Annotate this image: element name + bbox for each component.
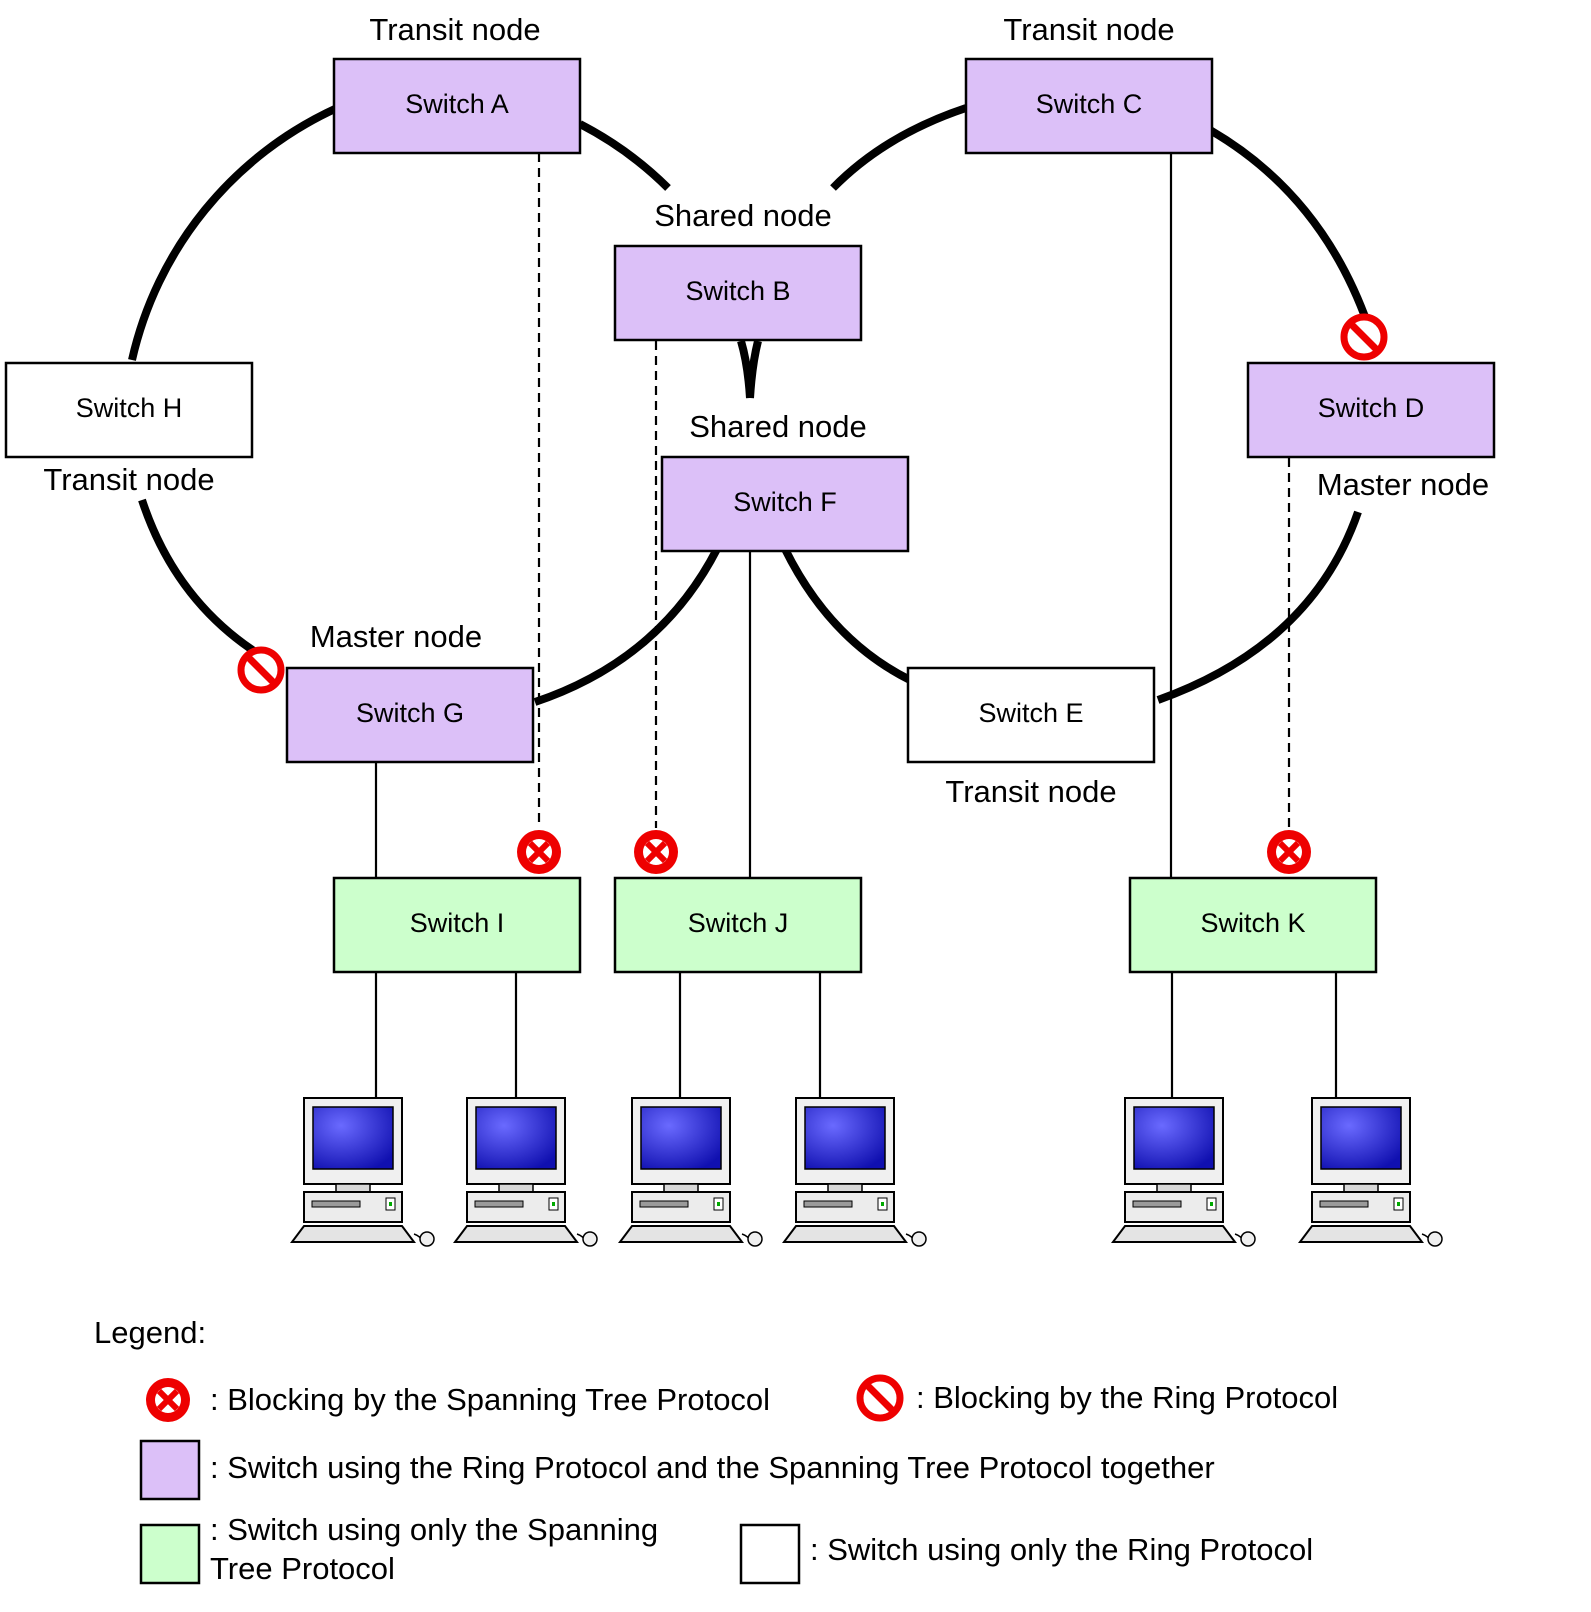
switch-h-label: Switch H [76, 393, 183, 423]
ring-link-a-h [128, 104, 339, 361]
legend: Legend: : Blocking by the Spanning Tree … [94, 1315, 1338, 1586]
legend-ring-blocking-icon [856, 1374, 904, 1422]
switch-c-label: Switch C [1036, 89, 1143, 119]
switch-b-role: Shared node [654, 198, 832, 233]
switch-g-label: Switch G [356, 698, 464, 728]
legend-ring-only-text: : Switch using only the Ring Protocol [810, 1532, 1313, 1567]
switch-f-role: Shared node [689, 409, 867, 444]
switch-k-label: Switch K [1200, 908, 1305, 938]
switch-k[interactable]: Switch K [1128, 876, 1378, 974]
switch-f-label: Switch F [733, 487, 837, 517]
switch-g[interactable]: Switch G [285, 666, 535, 764]
switch-e[interactable]: Switch E [906, 666, 1156, 764]
switch-b-label: Switch B [685, 276, 790, 306]
switch-h-role: Transit node [43, 462, 214, 497]
legend-stp-blocking-icon [146, 1378, 190, 1422]
switch-i-label: Switch I [410, 908, 505, 938]
legend-ring-blocking-text: : Blocking by the Ring Protocol [916, 1380, 1338, 1415]
switch-j[interactable]: Switch J [613, 876, 863, 974]
stp-blocked-links [537, 153, 1291, 828]
switch-i[interactable]: Switch I [332, 876, 582, 974]
switch-b[interactable]: Switch B [613, 244, 863, 342]
switch-c[interactable]: Switch C [964, 57, 1214, 155]
switch-e-role: Transit node [945, 774, 1116, 809]
switch-g-role: Master node [310, 619, 482, 654]
legend-swatch-ring-and-stp [139, 1439, 201, 1501]
legend-swatch-ring-only [739, 1523, 801, 1585]
legend-ring-and-stp-text: : Switch using the Ring Protocol and the… [210, 1450, 1215, 1485]
ring-blocking-icon [237, 313, 1388, 694]
ring-link-a-b [578, 120, 671, 191]
ring-link-c-b [830, 104, 968, 191]
legend-stp-only-text-2: Tree Protocol [210, 1551, 395, 1586]
switch-d[interactable]: Switch D [1246, 361, 1496, 459]
ring-link-c-d [1207, 126, 1372, 327]
switch-f[interactable]: Switch F [660, 455, 910, 553]
ring-link-d-e [1156, 510, 1362, 704]
switch-d-label: Switch D [1318, 393, 1425, 423]
switch-h[interactable]: Switch H [4, 361, 254, 459]
legend-stp-only-text-1: : Switch using only the Spanning [210, 1512, 658, 1547]
ring-link-f-e [781, 547, 912, 684]
stp-blocking-icon [517, 830, 1311, 874]
switch-a-role: Transit node [369, 12, 540, 47]
ring-link-h-g [138, 498, 263, 659]
switch-e-label: Switch E [978, 698, 1083, 728]
switch-a-label: Switch A [405, 89, 509, 119]
switch-a[interactable]: Switch A [332, 57, 582, 155]
switch-j-label: Switch J [688, 908, 789, 938]
computer-icon [291, 1097, 1443, 1247]
stp-links [374, 153, 1173, 878]
switch-c-role: Transit node [1003, 12, 1174, 47]
role-labels: Transit node Transit node Shared node Sh… [43, 12, 1489, 809]
legend-swatch-stp-only [139, 1523, 201, 1585]
legend-title: Legend: [94, 1315, 206, 1350]
legend-stp-blocking-text: : Blocking by the Spanning Tree Protocol [210, 1382, 770, 1417]
switch-d-role: Master node [1317, 467, 1489, 502]
pc-links [374, 970, 1338, 1098]
ring-link-b-f [737, 339, 762, 399]
ring-link-f-g [533, 547, 721, 706]
ring-links [128, 104, 1372, 706]
